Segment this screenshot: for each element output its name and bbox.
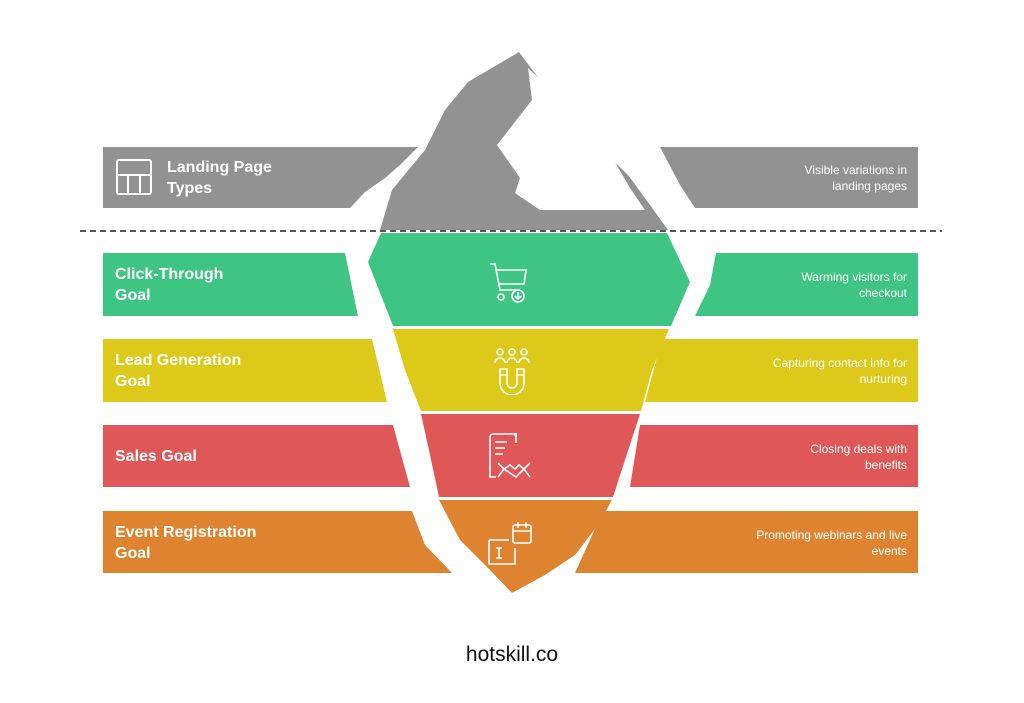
layer-title-sales: Sales Goal — [115, 448, 197, 465]
band-right-lead-generation — [645, 339, 918, 402]
band-left-sales — [103, 425, 410, 487]
people-magnet-icon — [492, 347, 532, 400]
shopping-cart-download-icon — [488, 262, 536, 311]
layer-desc-sales: Closing deals with benefits — [810, 442, 907, 472]
iceberg-snow — [497, 68, 645, 210]
iceberg-section-lead-generation — [393, 329, 669, 411]
band-right-landing-page-types — [660, 147, 918, 208]
iceberg-section-click-through — [368, 233, 690, 326]
band-right-event-registration — [575, 511, 918, 573]
band-right-sales — [630, 425, 918, 487]
landing-page-types-icon — [115, 158, 153, 201]
layer-desc-landing-page-types: Visible variations in landing pages — [804, 163, 908, 193]
contract-handshake-icon — [488, 431, 534, 486]
layer-desc-lead-generation: Capturing contact info for nurturing — [772, 356, 907, 386]
band-right-click-through — [695, 253, 918, 316]
band-left-lead-generation — [103, 339, 387, 402]
layer-title-lead-generation: Lead Generation Goal — [115, 352, 242, 390]
layer-title-landing-page-types: Landing Page Types — [167, 159, 272, 197]
calendar-ticket-icon — [487, 520, 533, 571]
band-left-click-through — [103, 253, 358, 316]
band-left-event-registration — [103, 511, 452, 573]
iceberg-section-sales — [421, 414, 640, 497]
iceberg-section-event-registration — [439, 500, 612, 593]
footer-brand: hotskill.co — [465, 643, 559, 666]
band-left-landing-page-types — [103, 147, 418, 208]
layer-title-click-through: Click-Through Goal — [115, 266, 224, 304]
layer-desc-event-registration: Promoting webinars and live events — [756, 528, 907, 558]
layer-title-event-registration: Event Registration Goal — [115, 524, 257, 562]
layer-desc-click-through: Warming visitors for checkout — [801, 270, 907, 300]
